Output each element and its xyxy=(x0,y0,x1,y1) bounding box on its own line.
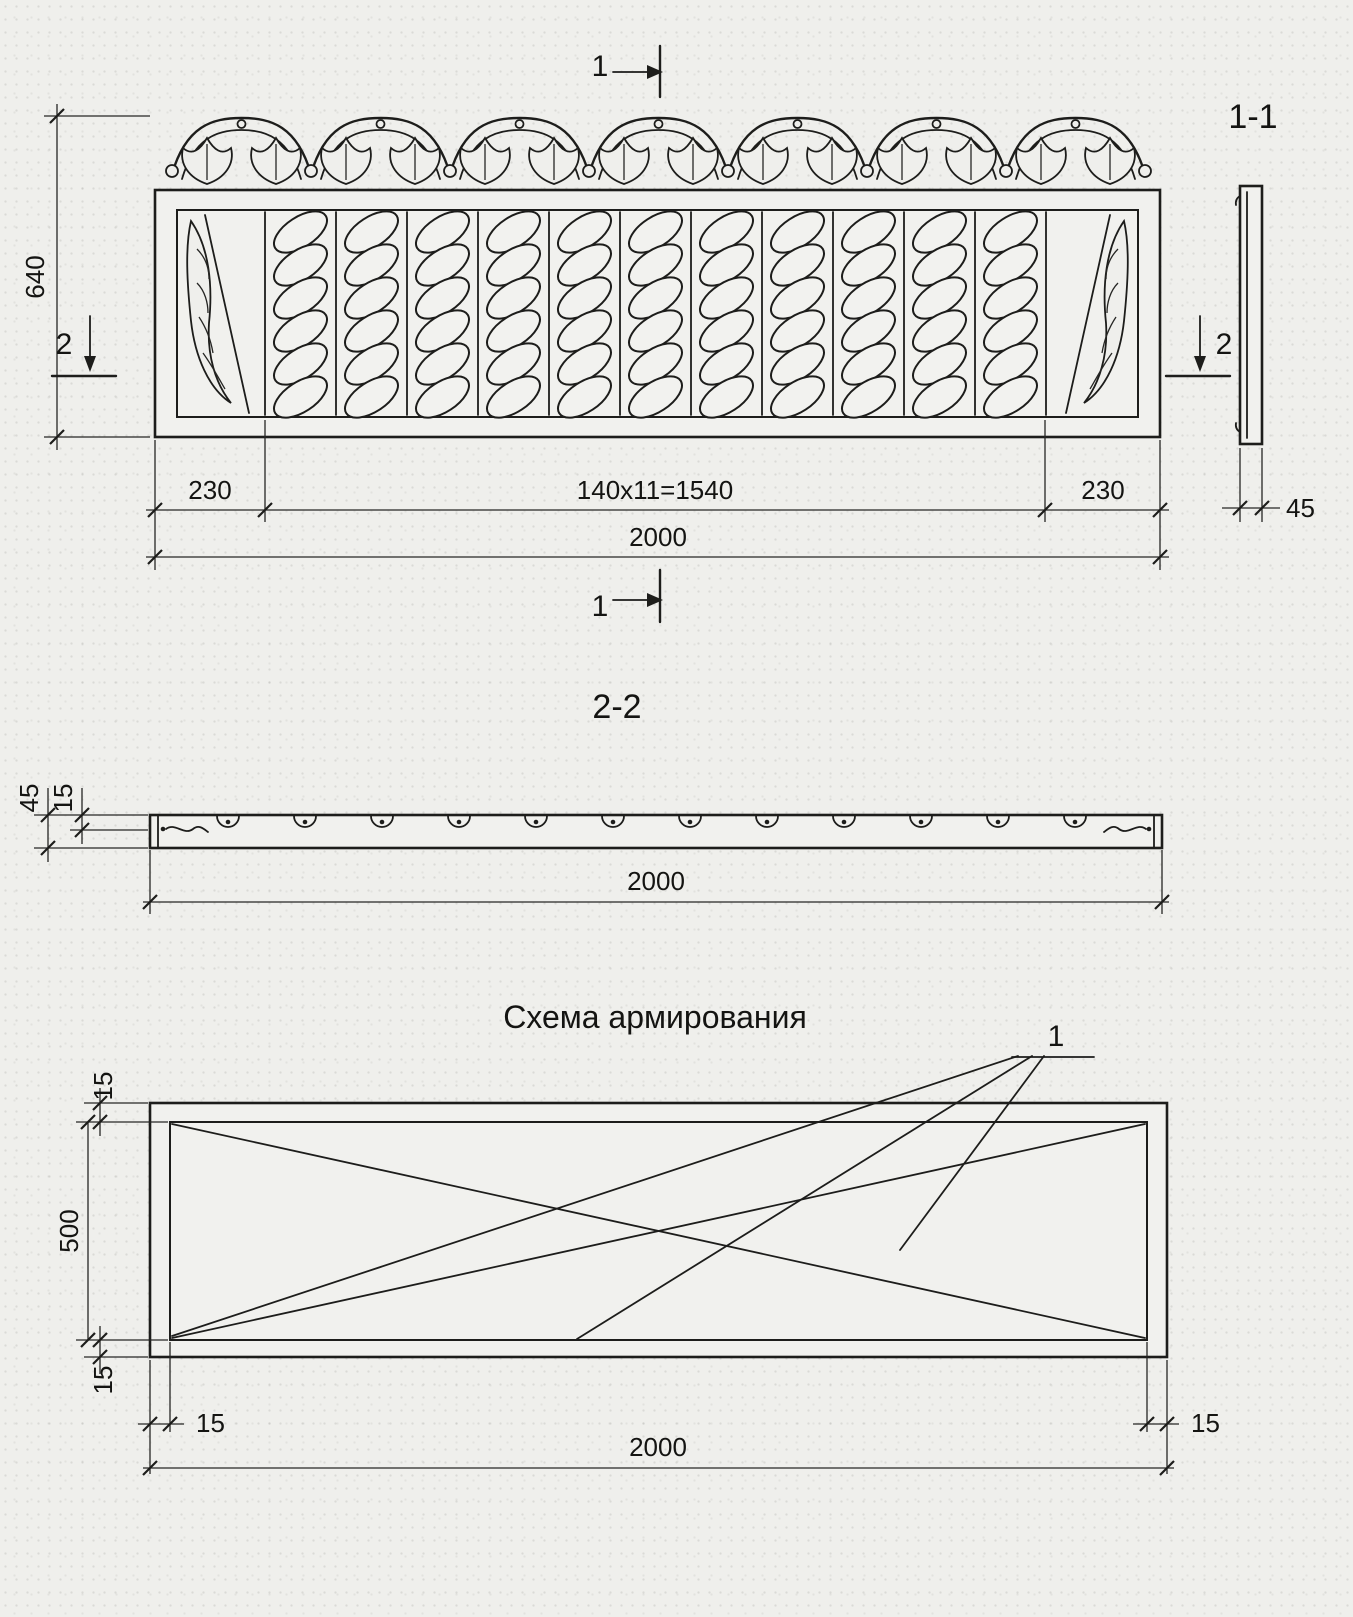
end-squiggle-left xyxy=(165,826,209,833)
section-view-1-1: 1-1 45 xyxy=(1222,98,1315,523)
rebar-diagonals xyxy=(171,1055,1146,1340)
rebar-inner-frame xyxy=(169,1121,1148,1341)
crest-ornament xyxy=(166,118,1152,184)
dim-640-label: 640 xyxy=(20,255,50,298)
section-arrow-icon xyxy=(1194,356,1206,372)
dim-45-label: 45 xyxy=(1286,493,1315,523)
section-arrow-icon xyxy=(647,65,663,79)
section-1-1-title: 1-1 xyxy=(1228,98,1277,136)
dim-2000-label: 2000 xyxy=(629,1432,687,1462)
dim-module-label: 140x11=1540 xyxy=(577,475,733,505)
dim-230-left-label: 230 xyxy=(188,475,231,505)
end-squiggle-right xyxy=(1103,826,1147,833)
dim-500-label: 500 xyxy=(54,1209,84,1252)
cut-label-2-left: 2 xyxy=(56,328,73,361)
cut-label-1-bottom: 1 xyxy=(592,590,609,623)
rebar-callout: 1 xyxy=(1011,1020,1095,1058)
section-2-2-dimensions: 45 15 2000 xyxy=(14,784,1171,914)
section-view-2-2: 2-2 45 15 xyxy=(14,688,1171,914)
section-1-1-profile xyxy=(1238,184,1264,446)
dim-15-top-label: 15 xyxy=(88,1072,118,1101)
rebar-bottom-dimensions: 15 15 2000 xyxy=(138,1342,1220,1477)
dim-15-left-label: 15 xyxy=(196,1408,225,1438)
section-arrow-icon xyxy=(84,356,96,372)
dim-230-right-label: 230 xyxy=(1081,475,1124,505)
cut-label-2-right: 2 xyxy=(1216,328,1233,361)
dimension-height-640: 640 xyxy=(20,104,150,450)
section-2-2-title: 2-2 xyxy=(592,688,641,726)
dimension-bottom-row: 230 140x11=1540 230 2000 xyxy=(146,420,1169,570)
dim-15-bottom-label: 15 xyxy=(88,1366,118,1395)
front-elevation: 1 xyxy=(20,44,1315,624)
dim-15-right-label: 15 xyxy=(1191,1408,1220,1438)
reinforcement-title: Схема армирования xyxy=(503,999,807,1035)
section-cut-2-right: 2 xyxy=(1164,315,1233,378)
section-cut-2-left: 2 xyxy=(50,315,118,378)
section-2-2-slab xyxy=(148,813,1164,850)
reinforcement-scheme: Схема армирования 1 15 500 xyxy=(54,999,1220,1477)
cut-label-1-top: 1 xyxy=(592,50,609,83)
rope-dividers xyxy=(264,211,1047,416)
dim-2000-label: 2000 xyxy=(629,522,687,552)
rope-ornament xyxy=(266,202,1045,427)
rebar-left-dimensions: 15 500 15 xyxy=(54,1072,168,1395)
dim-2000-label: 2000 xyxy=(627,866,685,896)
callout-1-label: 1 xyxy=(1048,1020,1065,1053)
section-cut-1-bottom: 1 xyxy=(592,568,663,624)
dim-45-label: 45 xyxy=(14,784,44,813)
section-arrow-icon xyxy=(647,593,663,607)
section-cut-1-top: 1 xyxy=(592,44,663,99)
panel-inner-frame xyxy=(176,209,1139,418)
rebar-outer-frame xyxy=(148,1101,1169,1359)
dim-15-label: 15 xyxy=(48,784,78,813)
